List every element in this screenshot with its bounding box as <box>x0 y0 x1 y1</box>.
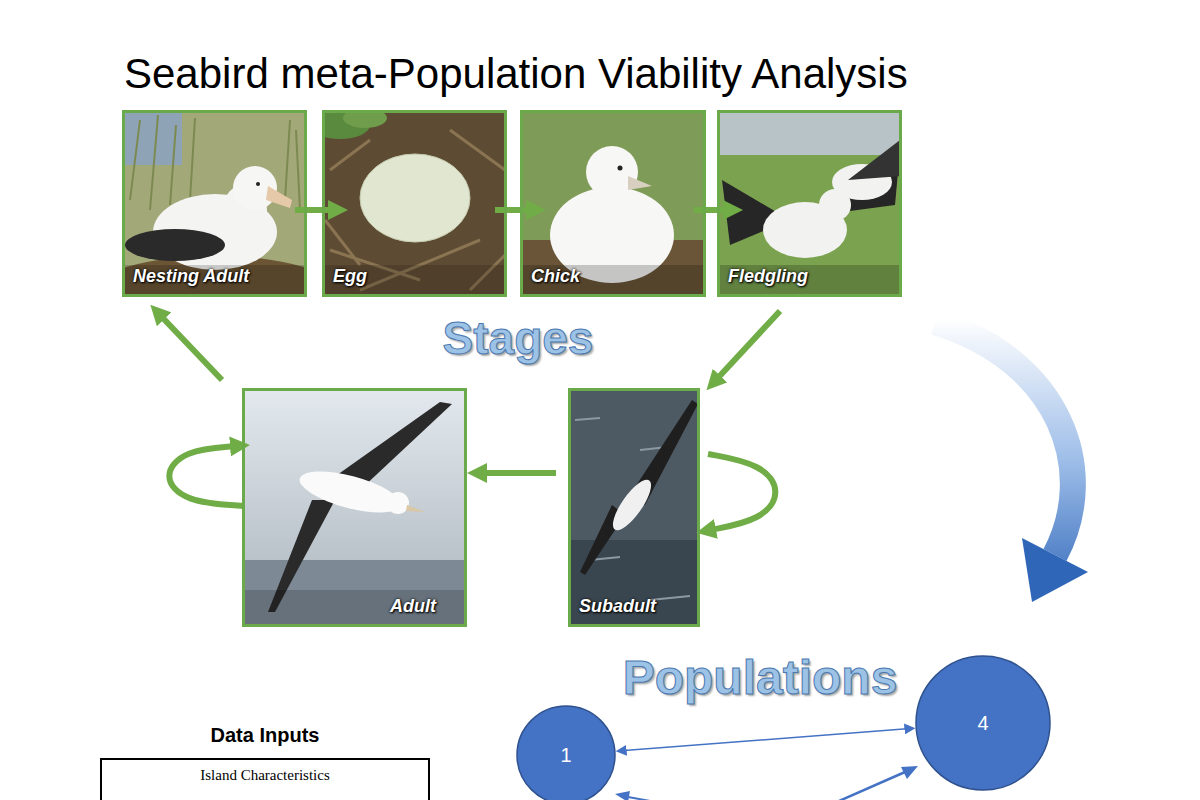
photo-shade <box>242 590 467 627</box>
fledgling-photo <box>717 110 902 297</box>
stage-label: Fledgling <box>728 266 808 288</box>
bird-head <box>387 492 409 514</box>
stage-arrow <box>160 315 222 380</box>
adult-photo <box>242 388 467 627</box>
population-disc <box>517 706 615 800</box>
population-number: 4 <box>977 712 988 735</box>
migration-arrow <box>618 728 913 751</box>
photo-shade <box>717 265 902 297</box>
photo-shade <box>322 265 507 297</box>
flow-arrow <box>935 322 1073 555</box>
stage-photo: Subadult <box>568 388 700 627</box>
photo-shade <box>122 265 307 297</box>
flow-arrowhead <box>1022 538 1088 602</box>
chick-eye <box>618 166 623 171</box>
bird-beak <box>406 505 425 512</box>
chick-head <box>586 146 638 198</box>
photo-ground <box>122 110 307 297</box>
migration-line <box>628 797 700 800</box>
bird-wing <box>848 140 902 180</box>
stage-photo: Adult <box>242 388 467 627</box>
population-circle: 1 <box>516 705 616 800</box>
data-inputs-box: Data InputsIsland Characteristics <box>100 722 430 800</box>
stage-photo: Fledgling <box>717 110 902 297</box>
bird-body <box>607 475 658 536</box>
stage-photo: Chick <box>520 110 706 297</box>
stage-photo: Nesting Adult <box>122 110 307 297</box>
table-cell: Island Characteristics <box>102 760 428 784</box>
subadult-photo <box>568 388 700 627</box>
bird-body <box>296 463 405 521</box>
stage-label: Nesting Adult <box>133 266 249 288</box>
stage-arrow <box>495 207 532 213</box>
photo-sea <box>568 388 700 627</box>
stage-arrow <box>481 470 556 476</box>
stage-arrow <box>708 454 775 530</box>
migration-arrowhead <box>901 766 918 779</box>
stage-arrow <box>169 446 244 506</box>
population-number: 1 <box>560 744 571 767</box>
bird-wing <box>125 229 225 261</box>
section-label: Populations <box>623 650 898 705</box>
panel-heading: Data Inputs <box>100 722 430 748</box>
egg-shape <box>360 154 470 242</box>
stage-label: Chick <box>531 266 580 288</box>
photo-ground <box>717 110 902 297</box>
stage-arrow <box>295 207 334 213</box>
stage-arrow <box>716 311 780 380</box>
bird-eye <box>256 182 260 186</box>
photo-shade <box>520 265 706 297</box>
photo-ground <box>520 110 706 297</box>
population-disc <box>916 656 1050 790</box>
population-circle: 4 <box>915 655 1051 791</box>
photo-sky <box>717 110 902 155</box>
input-table: Island Characteristics <box>100 758 430 800</box>
stage-arrow <box>694 207 729 213</box>
photo-sea <box>242 560 467 627</box>
section-label: Stages <box>443 312 594 365</box>
migration-arrowhead <box>615 791 630 800</box>
photo-sea <box>568 540 700 627</box>
diagram-title: Seabird meta-Population Viability Analys… <box>124 50 908 98</box>
egg-photo <box>322 110 507 297</box>
stage-label: Adult <box>390 596 436 618</box>
stage-label: Subadult <box>579 596 656 618</box>
nesting-adult-photo <box>122 110 307 297</box>
stage-label: Egg <box>333 266 367 288</box>
photo-sky <box>242 388 467 627</box>
bird-beak <box>266 186 292 208</box>
chick-photo <box>520 110 706 297</box>
chick-beak <box>628 176 652 190</box>
stage-photo: Egg <box>322 110 507 297</box>
migration-line <box>830 772 905 800</box>
